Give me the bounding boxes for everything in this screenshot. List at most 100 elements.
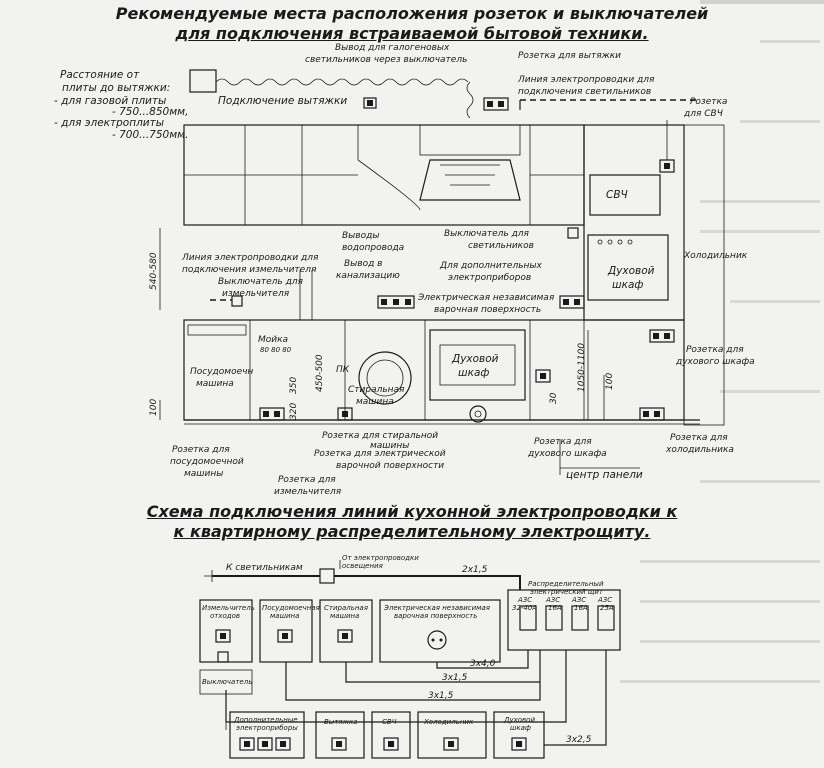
svg-text:варочная поверхность: варочная поверхность — [434, 305, 541, 315]
svg-text:посудомоечной: посудомоечной — [170, 457, 244, 467]
svg-text:электрический щит: электрический щит — [530, 588, 604, 596]
svg-text:Розетка для: Розетка для — [670, 433, 728, 443]
fridge-column — [683, 124, 725, 426]
svg-text:шкаф: шкаф — [612, 279, 643, 291]
hood-box — [315, 711, 365, 759]
svg-text:Выключатель: Выключатель — [202, 678, 252, 686]
svg-text:подключения измельчителя: подключения измельчителя — [182, 265, 317, 275]
breakers — [519, 605, 615, 631]
svg-text:320: 320 — [289, 403, 299, 420]
svg-text:16А: 16А — [574, 604, 588, 612]
svg-text:Выводы: Выводы — [342, 231, 379, 241]
svg-text:духового шкафа: духового шкафа — [675, 357, 755, 367]
svg-text:Распределительный: Распределительный — [528, 580, 604, 588]
microwave-socket — [659, 159, 675, 173]
svg-text:духового шкафа: духового шкафа — [527, 449, 607, 459]
svg-text:светильников: светильников — [468, 241, 534, 251]
washer-drum — [358, 351, 412, 405]
svg-text:измельчителя: измельчителя — [222, 289, 290, 299]
svg-text:варочной поверхности: варочной поверхности — [336, 461, 444, 471]
svg-text:АЗС: АЗС — [517, 596, 532, 604]
svg-text:3х1,5: 3х1,5 — [428, 691, 454, 701]
svg-text:Вывод для галогеновых: Вывод для галогеновых — [335, 43, 450, 53]
wiring-scheme — [199, 560, 621, 759]
svg-text:Духовой: Духовой — [607, 265, 655, 277]
svg-text:СВЧ: СВЧ — [382, 718, 397, 726]
svg-text:холодильника: холодильника — [665, 445, 734, 455]
extra-devices-sockets — [377, 295, 415, 309]
svg-text:2х1,5: 2х1,5 — [462, 565, 488, 575]
label-hood-connection: Подключение вытяжки — [218, 95, 347, 107]
dishwasher-socket — [259, 407, 285, 421]
svg-text:светильников через выключатель: светильников через выключатель — [305, 55, 467, 65]
svg-text:Для дополнительных: Для дополнительных — [439, 261, 542, 271]
svg-text:От электропроводки: От электропроводки — [342, 554, 419, 562]
svg-text:3х1,5: 3х1,5 — [442, 673, 468, 683]
svg-text:350: 350 — [289, 377, 299, 394]
hood-wire — [215, 78, 469, 86]
svg-text:СВЧ: СВЧ — [606, 189, 628, 201]
svg-text:Стиральная: Стиральная — [324, 604, 368, 612]
svg-text:Мойка: Мойка — [258, 335, 288, 345]
svg-text:Измельчитель: Измельчитель — [202, 604, 255, 612]
oven-box-scheme — [493, 711, 545, 759]
svg-text:Электрическая независимая: Электрическая независимая — [383, 604, 490, 612]
hood — [419, 159, 521, 201]
svg-text:Розетка для стиральной: Розетка для стиральной — [322, 431, 438, 441]
svg-text:электроприборов: электроприборов — [448, 273, 531, 283]
svg-text:- для электроплиты: - для электроплиты — [54, 117, 164, 129]
svg-text:канализацию: канализацию — [336, 271, 400, 281]
svg-text:Холодильник: Холодильник — [423, 718, 474, 726]
svg-text:ПК: ПК — [336, 365, 350, 375]
svg-text:отходов: отходов — [210, 612, 240, 620]
svg-text:машина: машина — [330, 612, 359, 620]
label-distance: Расстояние от — [60, 69, 140, 81]
svg-text:540-580: 540-580 — [149, 252, 159, 290]
svg-text:плиты до вытяжки:: плиты до вытяжки: — [62, 82, 170, 94]
svg-text:Выключатель для: Выключатель для — [444, 229, 530, 239]
bottom-title: Схема подключения линий кухонной электро… — [0, 502, 824, 542]
svg-text:К светильникам: К светильникам — [226, 563, 303, 573]
bottom-title-line2: к квартирному распределительному электро… — [173, 522, 651, 541]
hob-socket — [469, 405, 487, 423]
svg-text:для СВЧ: для СВЧ — [683, 109, 723, 119]
distribution-panel — [507, 589, 621, 651]
svg-text:освещения: освещения — [342, 562, 383, 570]
svg-text:водопровода: водопровода — [342, 243, 404, 253]
wire-3x15-a — [285, 650, 541, 701]
fridge-box — [417, 711, 487, 759]
oven-socket-bottom — [535, 369, 551, 383]
bottom-title-line1: Схема подключения линий кухонной электро… — [146, 502, 678, 521]
svg-text:3х2,5: 3х2,5 — [566, 735, 592, 745]
upper-oven-box — [587, 234, 669, 301]
svg-text:Розетка для вытяжки: Розетка для вытяжки — [518, 51, 621, 61]
top-labels: Расстояние от плиты до вытяжки: - для га… — [54, 43, 755, 497]
wire-3x40 — [436, 650, 529, 669]
hob-box — [379, 599, 501, 663]
scheme-labels: К светильникам От электропроводки освеще… — [202, 554, 614, 745]
microwave-box — [589, 174, 661, 216]
svg-text:30: 30 — [549, 392, 559, 404]
svg-text:Стиральная: Стиральная — [348, 385, 405, 395]
svg-text:Холодильник: Холодильник — [683, 251, 748, 261]
top-title-line1: Рекомендуемые места расположения розеток… — [115, 4, 709, 23]
svg-text:Розетка для: Розетка для — [686, 345, 744, 355]
top-title: Рекомендуемые места расположения розеток… — [0, 4, 824, 44]
halogen-output-socket — [363, 97, 377, 109]
svg-text:Духовой: Духовой — [451, 353, 499, 365]
svg-text:450-500: 450-500 — [315, 354, 325, 392]
background-page-text — [620, 0, 824, 683]
hood-socket — [483, 97, 509, 111]
svg-text:Розетка для: Розетка для — [534, 437, 592, 447]
microwave-box-scheme — [371, 711, 411, 759]
wire-3x25 — [560, 650, 607, 746]
svg-text:Выключатель для: Выключатель для — [218, 277, 304, 287]
svg-text:1050-1100: 1050-1100 — [577, 343, 587, 392]
svg-text:машины: машины — [370, 441, 409, 451]
svg-text:25А: 25А — [600, 604, 614, 612]
lights-switch — [567, 227, 579, 239]
svg-text:АЗС: АЗС — [545, 596, 560, 604]
svg-text:Розетка: Розетка — [690, 97, 727, 107]
oven-socket-right — [649, 329, 675, 343]
